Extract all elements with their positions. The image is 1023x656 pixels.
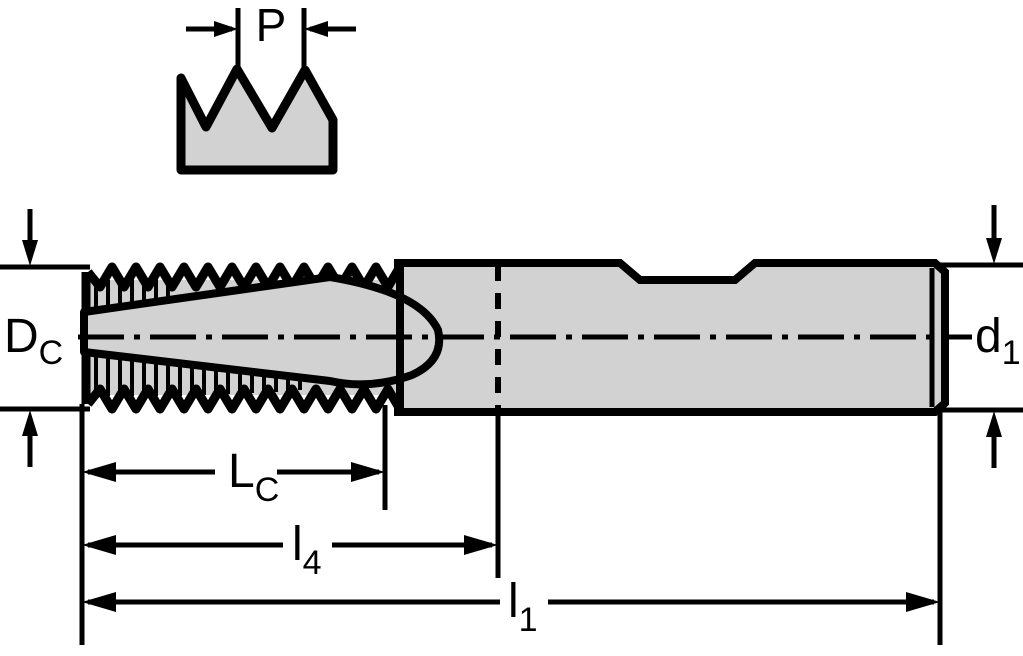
Lc-label: LC (228, 445, 279, 509)
d1-arrowhead-bottom (986, 411, 1002, 437)
thread-crest-line-bottom (84, 384, 402, 414)
thread-profile-detail-view: P (176, 0, 356, 175)
dimension-Dc: DC (0, 209, 90, 467)
dimension-l1: l1 (82, 575, 940, 639)
l1-arrowhead-right (906, 592, 940, 612)
l1-arrowhead-left (82, 592, 116, 612)
Dc-arrowhead-top (22, 240, 38, 266)
Lc-arrowhead-right (351, 462, 385, 482)
tool-main-view (78, 259, 972, 416)
Dc-arrowhead-bottom (22, 410, 38, 436)
d1-arrowhead-top (986, 238, 1002, 264)
witness-lines (79, 404, 943, 645)
l4-arrowhead-right (464, 535, 498, 555)
Lc-arrowhead-left (82, 462, 116, 482)
dimension-l4: l4 (82, 518, 498, 582)
l1-label: l1 (508, 575, 538, 639)
d1-label: d1 (975, 310, 1021, 372)
pitch-label: P (256, 0, 287, 51)
pitch-arrowhead-right (304, 21, 328, 37)
Dc-label: DC (4, 310, 63, 372)
flute-slot (80, 273, 444, 389)
l4-arrowhead-left (82, 535, 116, 555)
dimension-Lc: LC (82, 445, 385, 509)
l4-label: l4 (292, 518, 322, 582)
pitch-arrowhead-left (214, 21, 238, 37)
dimension-d1: d1 (940, 205, 1023, 468)
